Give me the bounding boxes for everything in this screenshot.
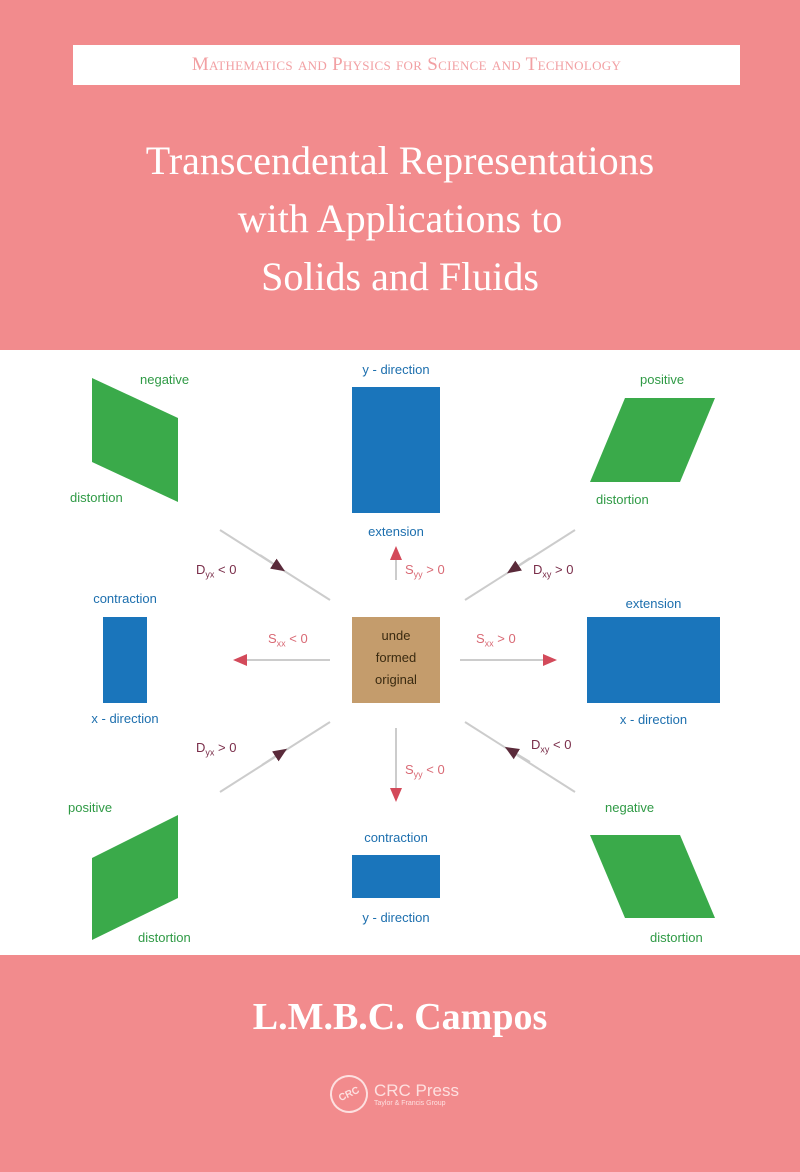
shape-top-left [92,378,178,502]
label-bottom-left-bottom: distortion [138,930,191,945]
label-right-top: extension [625,596,682,611]
label-top-left-bottom: distortion [70,490,123,505]
publisher-tagline: Taylor & Francis Group [374,1099,446,1107]
original-line: formed [375,650,417,665]
arrow-bottom-right-head [504,746,531,763]
crc-logo-icon: CRC [323,1068,375,1120]
shape-left [103,617,147,703]
shape-top [352,387,440,513]
condition-bottom-right: Dxy < 0 [531,737,572,755]
condition-left: Sxx < 0 [268,631,308,649]
book-title: Transcendental Representations with Appl… [0,132,800,306]
shape-bottom-left [92,815,178,940]
condition-bottom: Syy < 0 [405,762,445,780]
condition-top-right: Dxy > 0 [533,562,574,580]
shape-original [352,617,440,703]
label-bottom-top: contraction [364,830,428,845]
label-left-bottom: x - direction [91,711,159,726]
original-line: original [375,672,417,687]
condition-top: Syy > 0 [405,562,445,580]
diagram-shapes [92,378,720,940]
label-top-left-top: negative [140,372,190,387]
arrow-bottom-left-head [261,748,288,766]
label-bottom-bottom: y - direction [362,910,430,925]
arrow-top-right-head [507,557,531,574]
deformation-diagram: unde formed original y - direction exten… [0,350,800,955]
label-bottom-right-top: negative [605,800,655,815]
series-banner: Mathematics and Physics for Science and … [73,45,740,85]
label-top-right-bottom: distortion [596,492,649,507]
condition-top-left: Dyx < 0 [196,562,237,580]
title-line: Transcendental Representations [145,138,655,183]
author-name: L.M.B.C. Campos [252,996,548,1038]
label-top-bottom: extension [368,524,424,539]
arrow-top-left-head [259,554,286,572]
label-left-top: contraction [93,591,157,606]
publisher-name: CRC Press [374,1080,460,1100]
series-name: Mathematics and Physics for Science and … [191,54,622,75]
shape-bottom-right [590,835,715,918]
title-line: Solids and Fluids [261,254,539,299]
original-line: unde [381,628,411,643]
shape-top-right [590,398,715,482]
label-right-bottom: x - direction [619,712,688,727]
original-label: unde formed original [352,625,440,691]
condition-bottom-left: Dyx > 0 [196,740,237,758]
label-bottom-right-bottom: distortion [650,930,703,945]
shape-right [587,617,720,703]
label-bottom-left-top: positive [68,800,113,815]
publisher-logo: CRC CRC Press Taylor & Francis Group [323,1068,460,1120]
title-line: with Applications to [237,196,563,241]
label-top-top: y - direction [362,362,430,377]
label-top-right-top: positive [640,372,685,387]
shape-bottom [352,855,440,898]
condition-right: Sxx > 0 [476,631,516,649]
